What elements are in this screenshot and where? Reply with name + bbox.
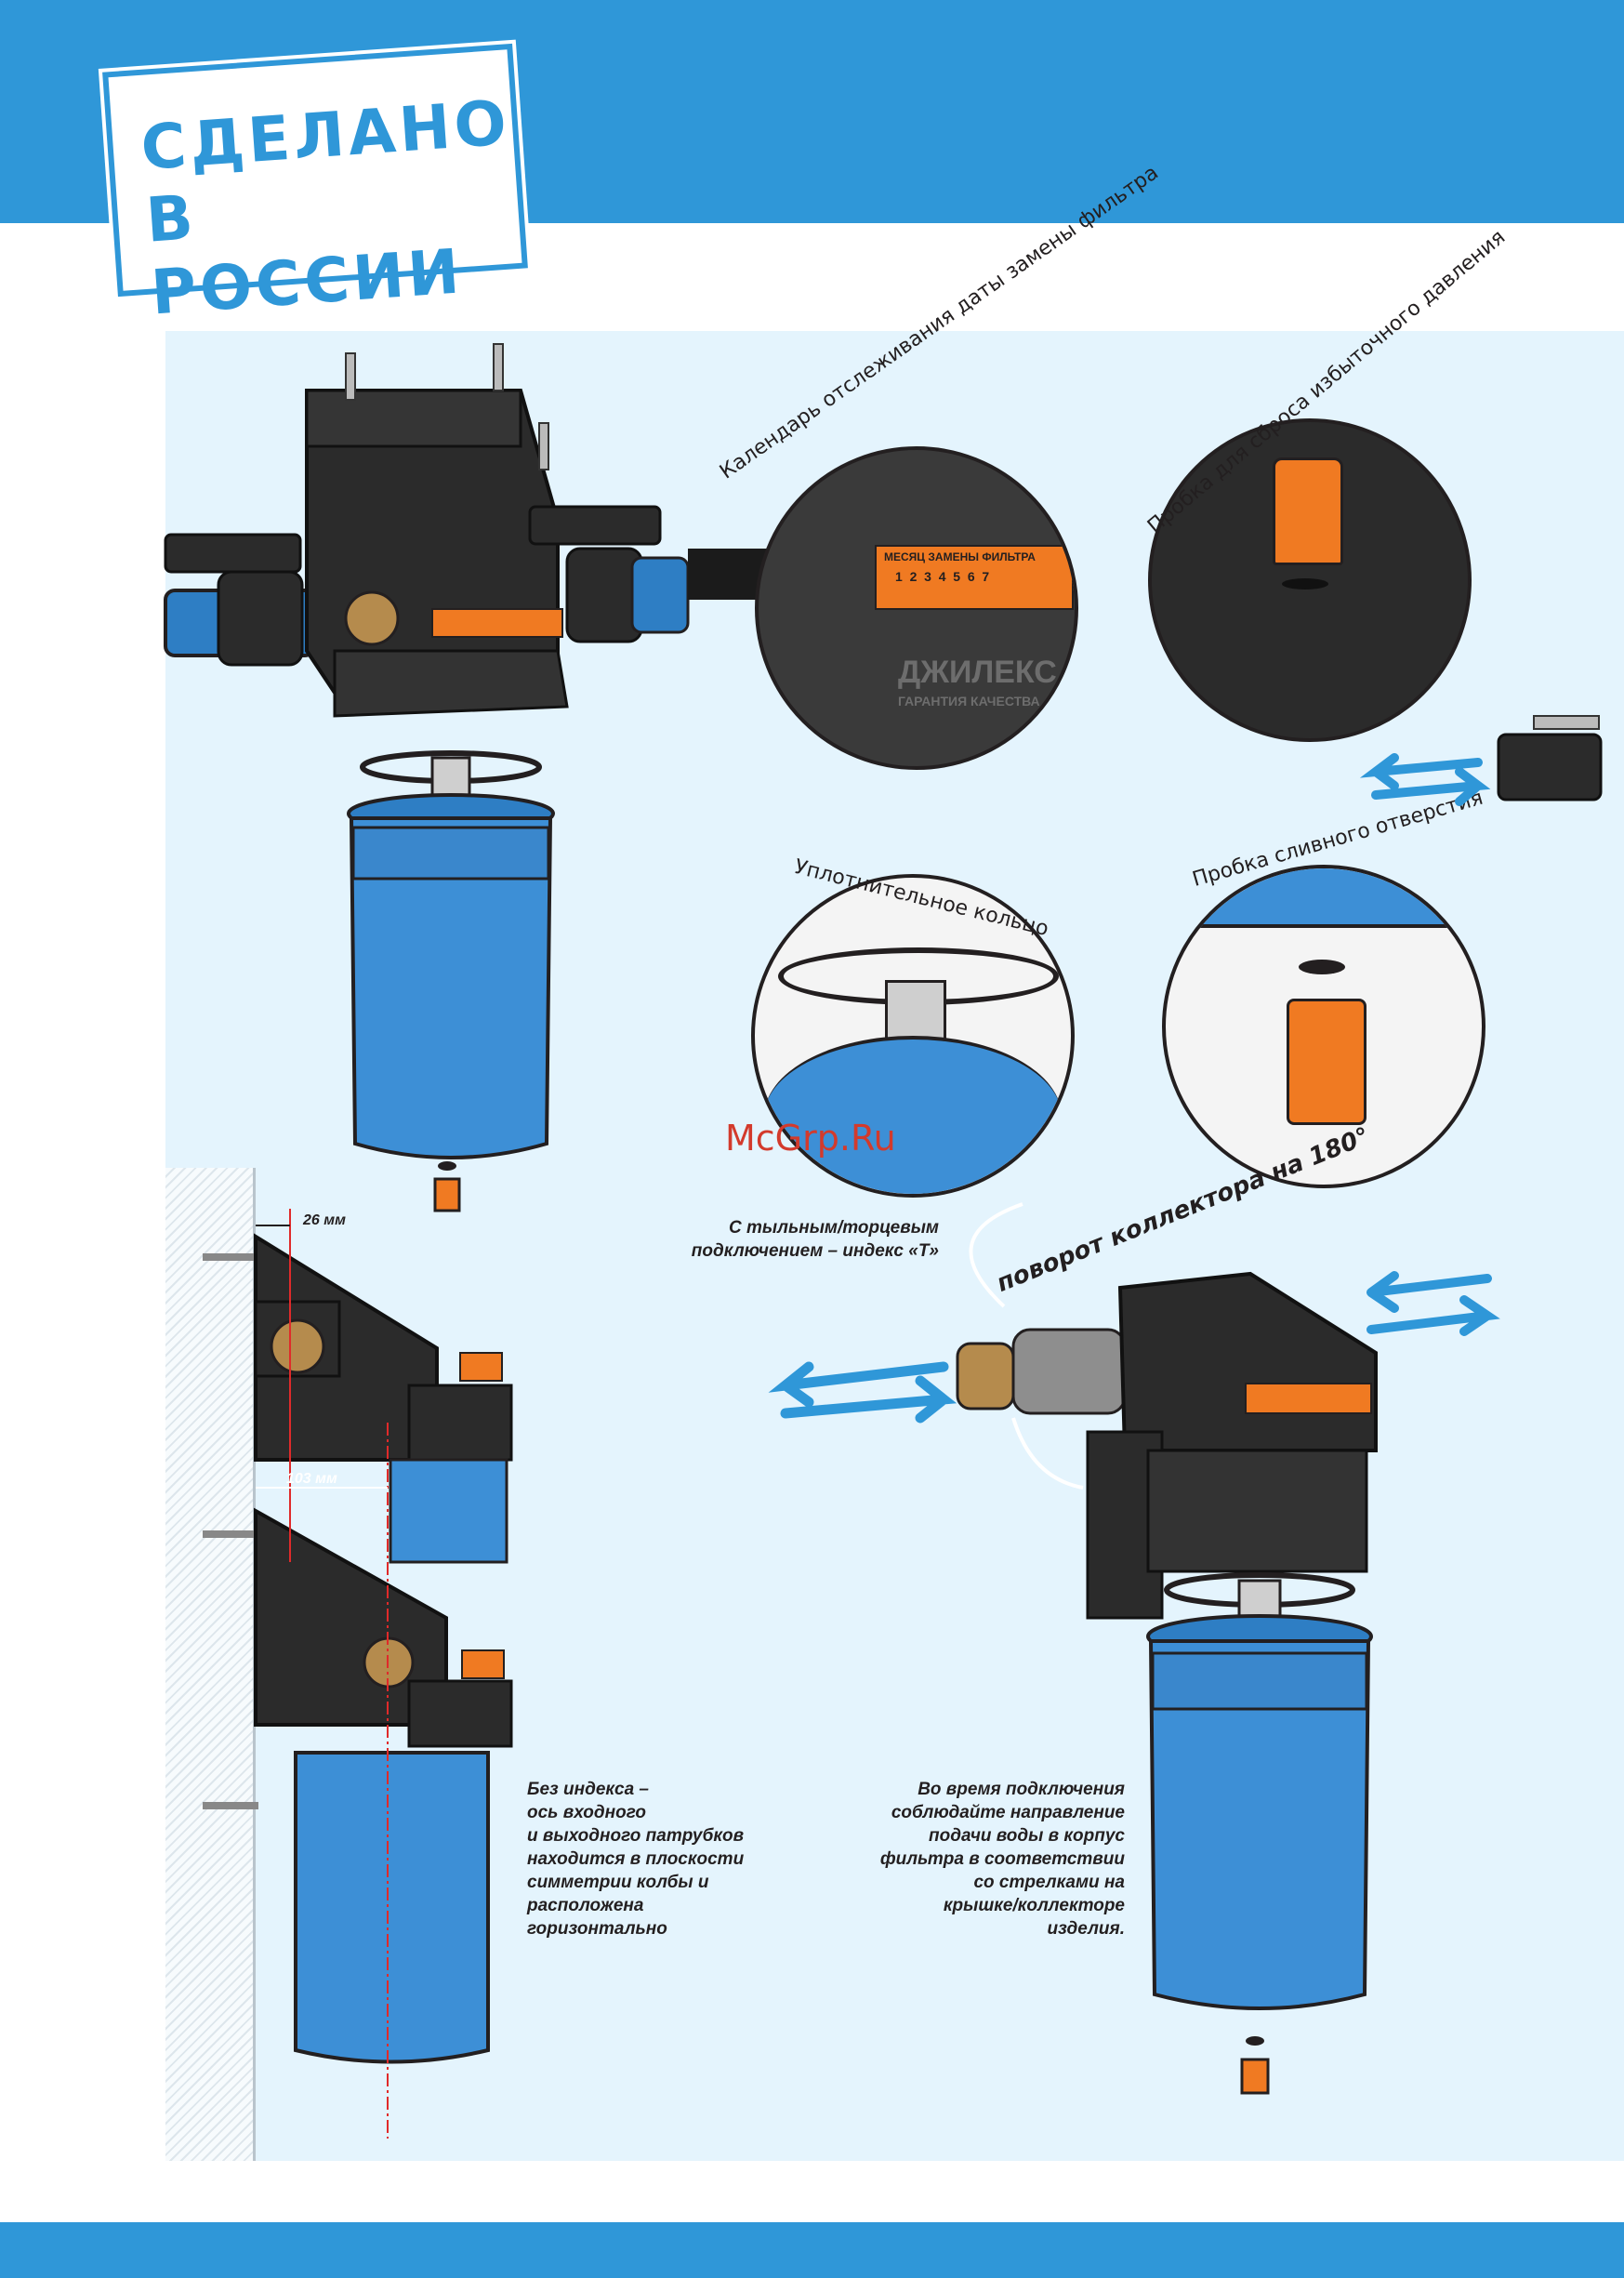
calendar-strip-digits: 1 2 3 4 5 6 7 [895,569,990,584]
brass-port [344,590,400,646]
flow-arrow-right-2 [780,1375,957,1424]
direction-line-3: подачи воды в корпус [929,1826,1125,1846]
index-t-line-1: С тыльным/торцевым [729,1218,939,1238]
flow-arrow-left-1 [1359,753,1483,790]
index-t-note: С тыльным/торцевым подключением – индекс… [651,1216,939,1263]
flow-arrow-left-3 [1367,1271,1492,1313]
pressure-plug-oring [1282,578,1328,589]
flow-arrow-right-1 [1371,767,1491,806]
housing-bowl [349,816,553,1159]
drain-plug-detail [1287,999,1367,1125]
direction-line-6: крышке/коллекторе [943,1896,1125,1915]
no-index-note: Без индекса – ось входного и выходного п… [527,1778,744,1940]
dimension-103mm: 103 мм [286,1471,337,1487]
outlet-valve-handle [528,505,662,546]
mount-bolt-3 [538,422,549,470]
head-calendar-small [431,608,563,638]
mount-bolt-2 [493,343,504,391]
wall-hatching [165,1168,256,2161]
direction-line-7: изделия. [1047,1919,1126,1939]
housing-top-detail [764,1036,1062,1194]
flow-arrow-right-3 [1367,1295,1500,1336]
head-top [305,389,522,448]
direction-line-4: фильтра в соответствии [879,1849,1125,1869]
dimension-26mm: 26 мм [303,1212,346,1228]
drain-plug-exploded [433,1177,461,1212]
head-cap-ring [333,649,569,718]
pressure-plug [1273,457,1343,565]
drain-gasket-detail [1299,960,1345,974]
direction-line-2: соблюдайте направление [891,1803,1125,1822]
footer-band [0,2222,1624,2278]
no-index-line-3: и выходного патрубков [527,1826,745,1846]
no-index-line-7: горизонтально [527,1919,667,1939]
calendar-brand-sub: ГАРАНТИЯ КАЧЕСТВА [898,694,1040,709]
no-index-line-2: ось входного [527,1803,647,1822]
calendar-brand: ДЖИЛЕКС [898,655,1057,690]
rotation-arc-2 [1011,1417,1084,1490]
detail-circle-pressure-plug [1148,418,1472,742]
no-index-line-5: симметрии колбы и [527,1873,709,1892]
flow-arrow-left-2 [768,1361,949,1408]
calendar-strip-title: МЕСЯЦ ЗАМЕНЫ ФИЛЬТРА [884,550,1036,563]
watermark: McGrp.Ru [725,1118,896,1159]
detail-circle-drain-plug [1162,865,1485,1188]
mount-bolt-1 [345,352,356,401]
housing-bottom-detail [1166,868,1482,928]
no-index-line-6: расположена [527,1896,644,1915]
detail-circle-o-ring [751,874,1075,1198]
index-t-line-2: подключением – индекс «Т» [691,1241,939,1261]
inlet-valve-handle [164,533,302,574]
rotation-arc [969,1202,1023,1308]
direction-line-1: Во время подключения [918,1780,1125,1799]
detail-circle-calendar: МЕСЯЦ ЗАМЕНЫ ФИЛЬТРА 1 2 3 4 5 6 7 ДЖИЛЕ… [755,446,1078,770]
housing-thread [351,826,550,881]
calendar-strip: МЕСЯЦ ЗАМЕНЫ ФИЛЬТРА 1 2 3 4 5 6 7 [875,545,1074,610]
no-index-line-4: находится в плоскости [527,1849,745,1869]
no-index-line-1: Без индекса – [527,1780,649,1799]
direction-line-5: со стрелками на [973,1873,1125,1892]
direction-note: Во время подключения соблюдайте направле… [809,1778,1125,1940]
drain-gasket [438,1161,456,1171]
